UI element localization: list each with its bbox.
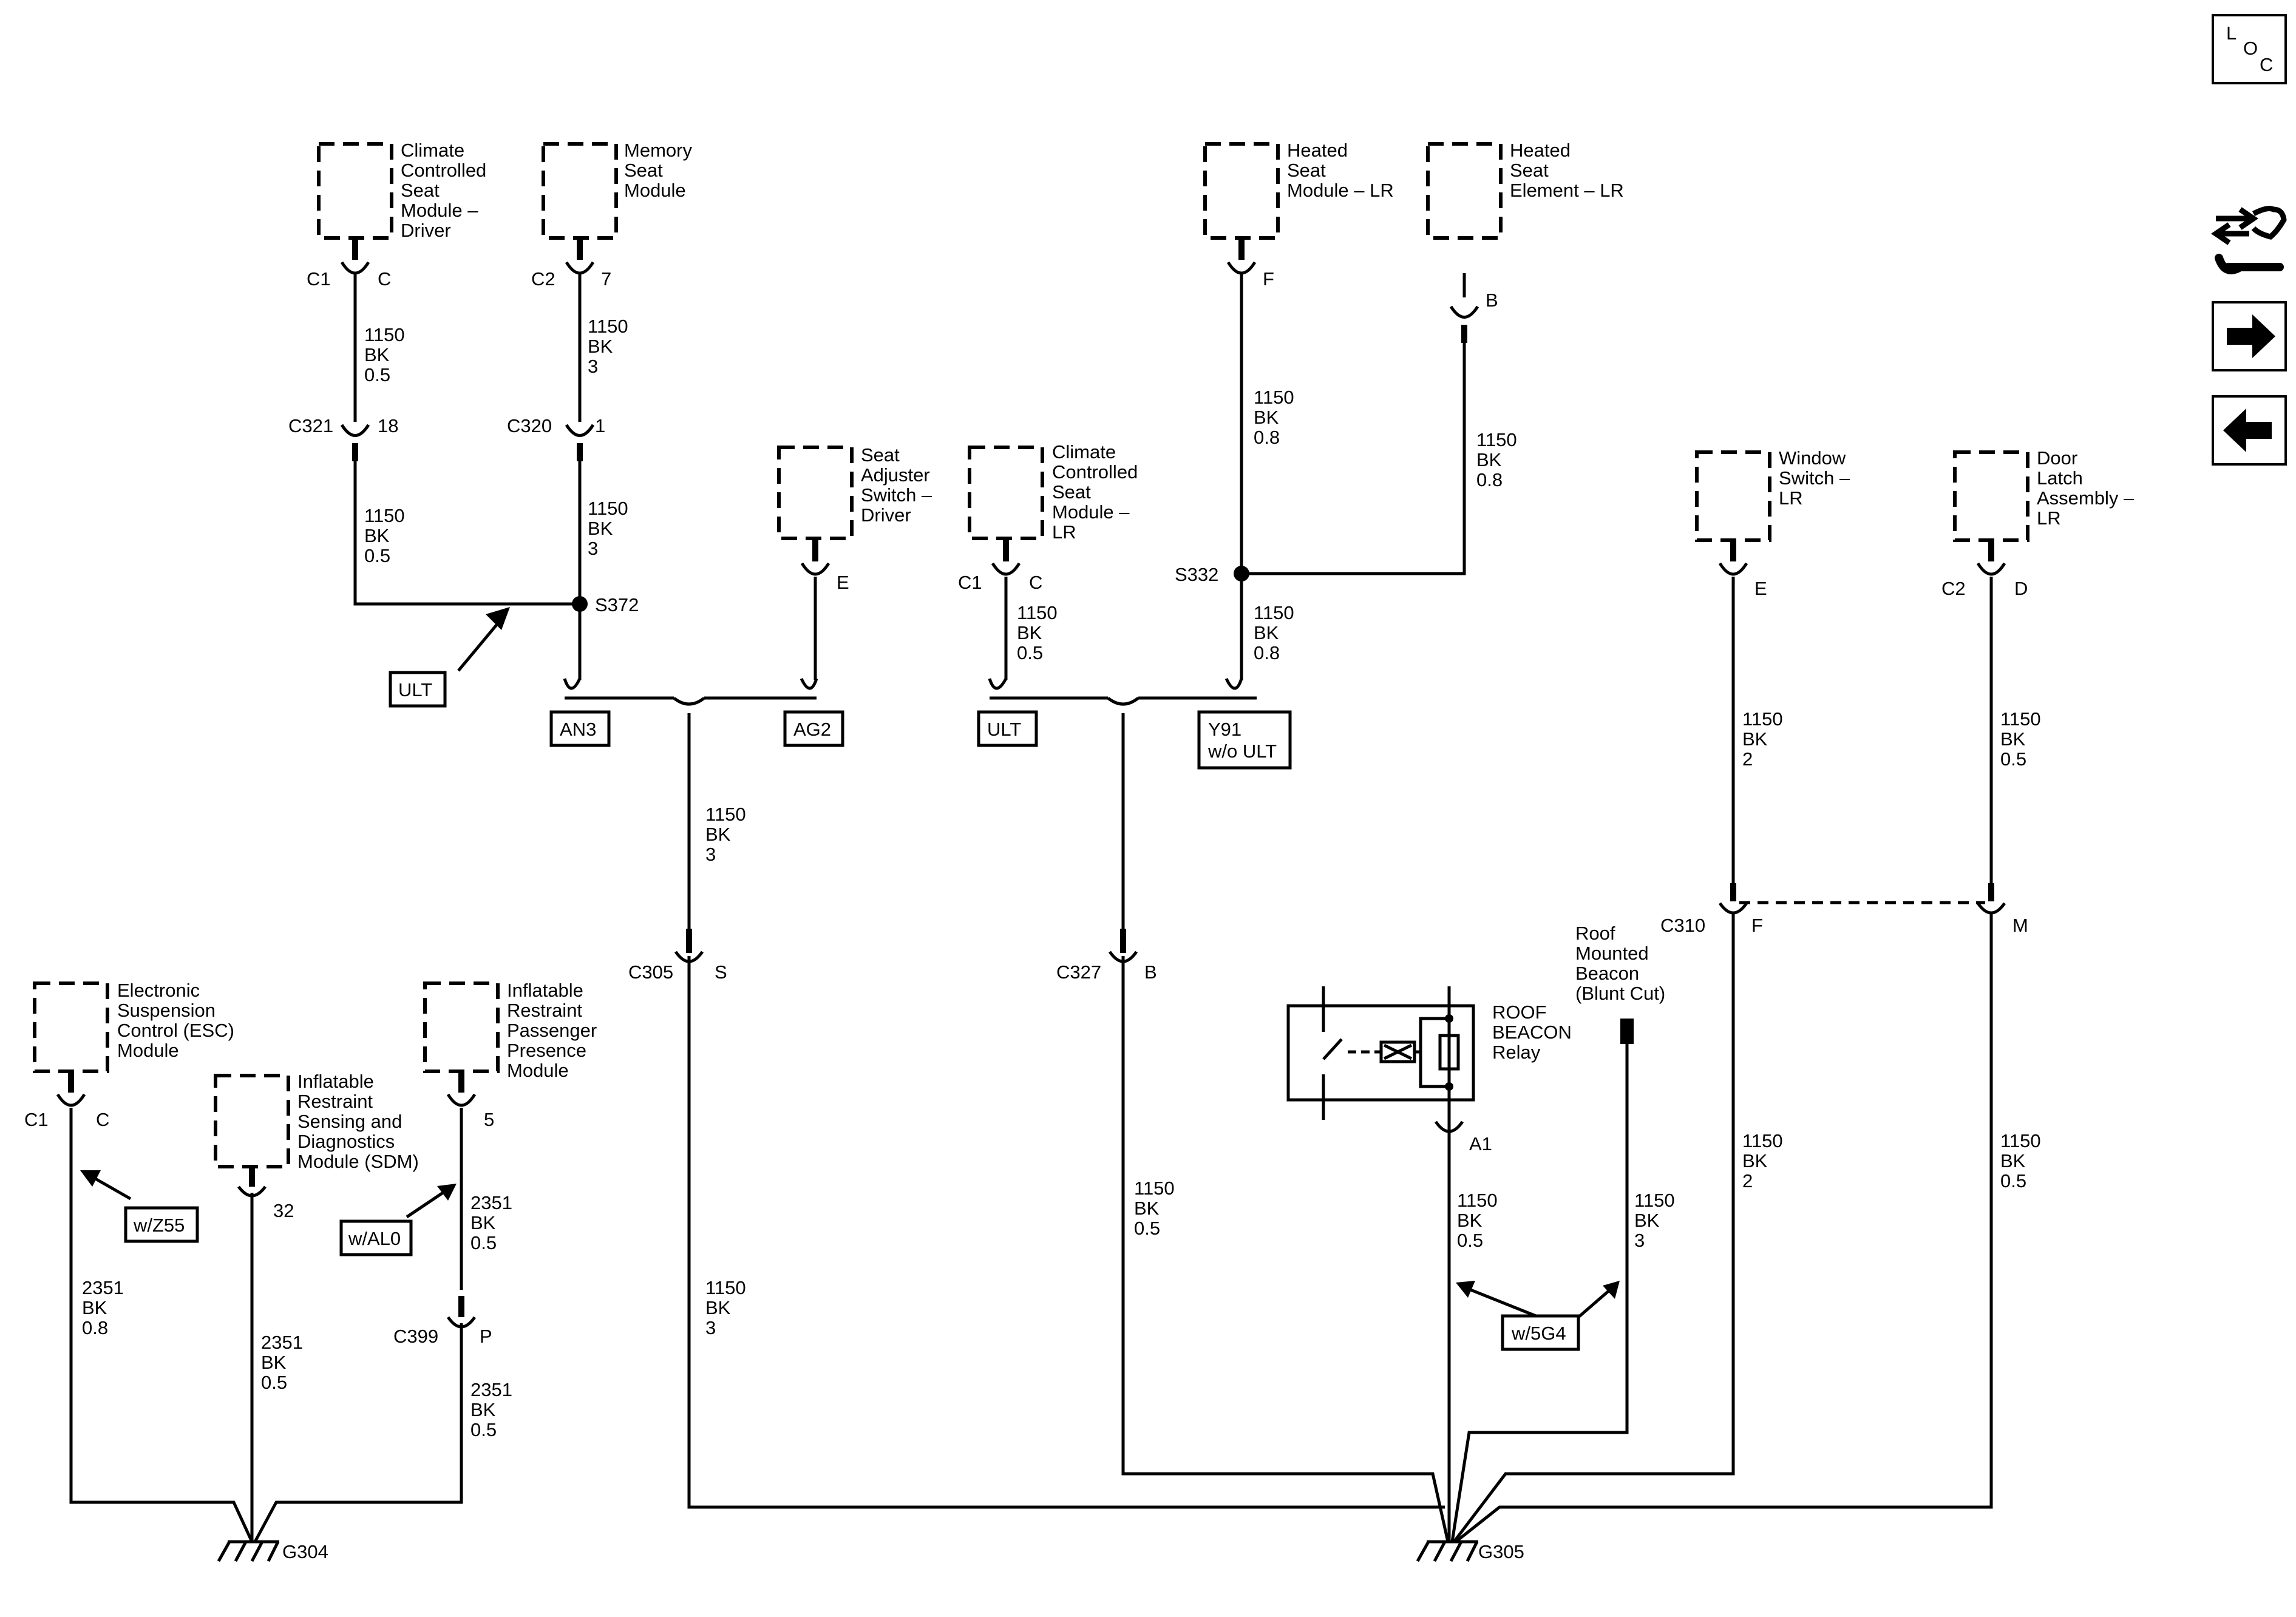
ground-label: G305: [1478, 1541, 1524, 1562]
roof-beacon-blunt-cut: [1620, 1019, 1634, 1044]
pin-label: 18: [378, 415, 398, 436]
memory-seat-label: Memory Seat Module: [624, 140, 698, 201]
ground-g304-symbol: [217, 1540, 280, 1562]
connector-label: C1: [24, 1109, 49, 1130]
climate-seat-lr-label: Climate Controlled Seat Module – LR: [1052, 441, 1143, 543]
option-ag2-label: AG2: [793, 719, 831, 740]
splice-s372-dot: [572, 596, 588, 612]
roof-beacon-relay-label: ROOF BEACON Relay: [1492, 1002, 1577, 1063]
seat-adjuster-driver-label: Seat Adjuster Switch – Driver: [861, 444, 937, 526]
roof-beacon-relay: [1286, 986, 1475, 1126]
ground-g305-symbol: [1416, 1540, 1479, 1562]
splice-label: S372: [595, 594, 639, 615]
roof-beacon-label: Roof Mounted Beacon (Blunt Cut): [1575, 923, 1665, 1004]
loc-letter-l: L: [2226, 22, 2237, 44]
passenger-presence-label: Inflatable Restraint Passenger Presence …: [507, 980, 602, 1081]
splice-label: S332: [1175, 564, 1218, 585]
pin-label: B: [1486, 290, 1498, 311]
pin-label: S: [715, 961, 727, 983]
connector-label: C320: [507, 415, 552, 436]
previous-page-icon[interactable]: [2212, 395, 2287, 466]
option-5g4-label: w/5G4: [1511, 1323, 1566, 1344]
pin-label: C: [1029, 572, 1042, 593]
pin-label: 32: [273, 1200, 294, 1221]
esc-module-label: Electronic Suspension Control (ESC) Modu…: [117, 980, 240, 1061]
pin-label: E: [1754, 578, 1767, 599]
option-ult-label: ULT: [987, 719, 1021, 740]
connector-label: C1: [958, 572, 982, 593]
next-page-icon[interactable]: [2212, 301, 2287, 371]
pin-label: P: [480, 1326, 492, 1347]
window-switch-lr-label: Window Switch – LR: [1779, 447, 1855, 509]
option-boxes: [124, 671, 1580, 1351]
option-al0-label: w/AL0: [348, 1228, 401, 1249]
pin-label: F: [1263, 268, 1274, 290]
heated-seat-module-lr-label: Heated Seat Module – LR: [1287, 140, 1394, 201]
arrow-heads: [80, 607, 1620, 1299]
connector-label: C310: [1660, 915, 1705, 936]
pin-label: C: [96, 1109, 109, 1130]
climate-seat-driver-label: Climate Controlled Seat Module – Driver: [401, 140, 492, 241]
option-an3-label: AN3: [560, 719, 596, 740]
pin-label: F: [1751, 915, 1763, 936]
pin-label: B: [1144, 961, 1157, 983]
pin-label: C: [378, 268, 391, 290]
loc-button[interactable]: [2212, 14, 2287, 84]
option-z55-label: w/Z55: [133, 1215, 185, 1236]
ground-label: G304: [282, 1541, 328, 1562]
loc-letter-o: O: [2243, 38, 2258, 59]
door-latch-lr-label: Door Latch Assembly – LR: [2037, 447, 2139, 529]
wires: [69, 273, 1993, 1543]
connector-label: C2: [1941, 578, 1966, 599]
loc-letter-c: C: [2260, 54, 2273, 75]
connector-label: C1: [307, 268, 331, 290]
splice-s332-dot: [1234, 566, 1249, 581]
connector-label: C2: [531, 268, 555, 290]
sdm-label: Inflatable Restraint Sensing and Diagnos…: [297, 1071, 419, 1172]
connector-label: C399: [393, 1326, 438, 1347]
troubleshoot-icon[interactable]: [2211, 206, 2287, 274]
pin-label: D: [2014, 578, 2028, 599]
pin-label: A1: [1469, 1133, 1492, 1154]
pin-label: 5: [484, 1109, 494, 1130]
pin-label: 1: [595, 415, 605, 436]
connector-label: C327: [1056, 961, 1101, 983]
pin-label: 7: [601, 268, 611, 290]
connector-label: C305: [628, 961, 673, 983]
option-ult-label: ULT: [398, 679, 432, 700]
option-y91-label: Y91 w/o ULT: [1207, 719, 1277, 762]
connector-symbols: [56, 238, 2006, 1329]
pin-label: M: [2012, 915, 2028, 936]
heated-seat-element-lr-label: Heated Seat Element – LR: [1510, 140, 1624, 201]
connector-label: C321: [288, 415, 333, 436]
pin-label: E: [837, 572, 849, 593]
